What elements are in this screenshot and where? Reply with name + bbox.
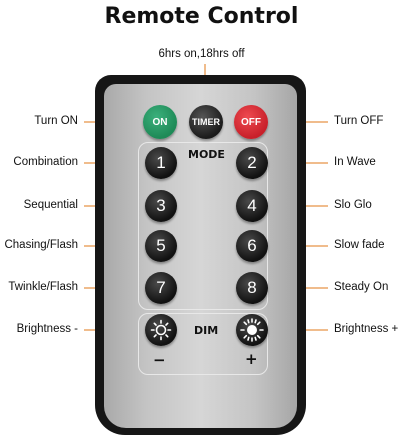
page-title: Remote Control [104, 4, 299, 29]
label-turn-off: Turn OFF [334, 115, 384, 127]
brightness-up-button[interactable] [236, 314, 268, 346]
label-sequential: Sequential [23, 199, 78, 211]
mode-panel [138, 142, 268, 310]
minus-sign: − [153, 351, 166, 369]
mode-3-button[interactable]: 3 [145, 190, 177, 222]
mode-3-number: 3 [156, 196, 166, 215]
sun-dim-icon [150, 319, 172, 341]
mode-5-button[interactable]: 5 [145, 230, 177, 262]
dim-panel [138, 313, 268, 375]
on-button[interactable]: ON [143, 105, 177, 139]
label-brightness-down: Brightness - [16, 323, 78, 335]
mode-2-number: 2 [247, 153, 257, 172]
label-in-wave: In Wave [334, 156, 376, 168]
dim-label: DIM [194, 324, 219, 337]
off-button[interactable]: OFF [234, 105, 268, 139]
mode-2-button[interactable]: 2 [236, 147, 268, 179]
mode-1-number: 1 [156, 153, 166, 172]
label-turn-on: Turn ON [34, 115, 78, 127]
mode-8-button[interactable]: 8 [236, 272, 268, 304]
on-button-label: ON [152, 116, 168, 128]
mode-label: MODE [188, 148, 225, 161]
timer-button[interactable]: TIMER [189, 105, 223, 139]
label-combination: Combination [13, 156, 78, 168]
plus-sign: + [245, 350, 258, 368]
label-brightness-up: Brightness + [334, 323, 399, 335]
mode-4-button[interactable]: 4 [236, 190, 268, 222]
label-slo-glo: Slo Glo [334, 199, 372, 211]
mode-8-number: 8 [247, 278, 257, 297]
brightness-down-button[interactable] [145, 314, 177, 346]
mode-7-number: 7 [156, 278, 166, 297]
label-twinkle-flash: Twinkle/Flash [8, 281, 78, 293]
label-steady-on: Steady On [334, 281, 389, 293]
off-button-label: OFF [241, 116, 261, 128]
label-slow-fade: Slow fade [334, 239, 385, 251]
timer-note: 6hrs on,18hrs off [158, 48, 245, 60]
mode-4-number: 4 [247, 196, 257, 215]
timer-button-label: TIMER [192, 117, 220, 127]
label-chasing-flash: Chasing/Flash [4, 239, 78, 251]
mode-6-number: 6 [247, 236, 257, 255]
mode-5-number: 5 [156, 236, 166, 255]
mode-1-button[interactable]: 1 [145, 147, 177, 179]
mode-7-button[interactable]: 7 [145, 272, 177, 304]
sun-bright-icon [240, 318, 264, 342]
mode-6-button[interactable]: 6 [236, 230, 268, 262]
